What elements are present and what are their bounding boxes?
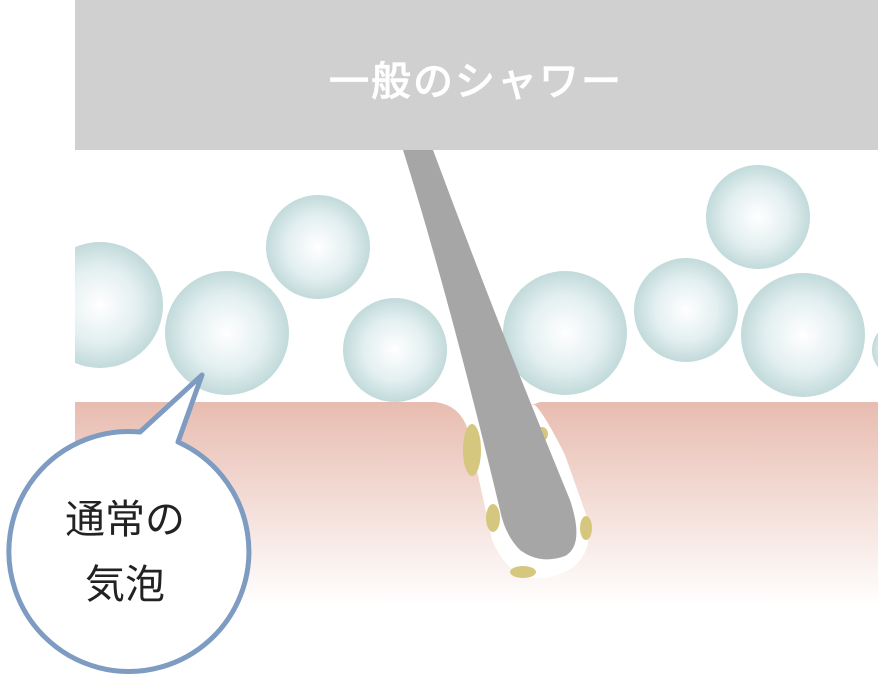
bubble <box>741 273 865 397</box>
bubble <box>165 271 289 395</box>
bubble <box>266 195 370 299</box>
banner-title: 一般のシャワー <box>329 59 623 105</box>
callout: 通常の 気泡 <box>6 372 252 674</box>
bubble <box>634 258 738 362</box>
callout-line1: 通常の <box>65 497 185 543</box>
skin-layer <box>75 402 878 605</box>
bubble <box>706 165 810 269</box>
callout-line2: 気泡 <box>85 562 165 608</box>
hair <box>403 150 577 560</box>
bubbles <box>75 165 878 402</box>
bubble <box>872 332 878 368</box>
bubble <box>75 242 163 368</box>
bubble <box>343 298 447 402</box>
bubble <box>503 271 627 395</box>
banner <box>75 0 878 150</box>
